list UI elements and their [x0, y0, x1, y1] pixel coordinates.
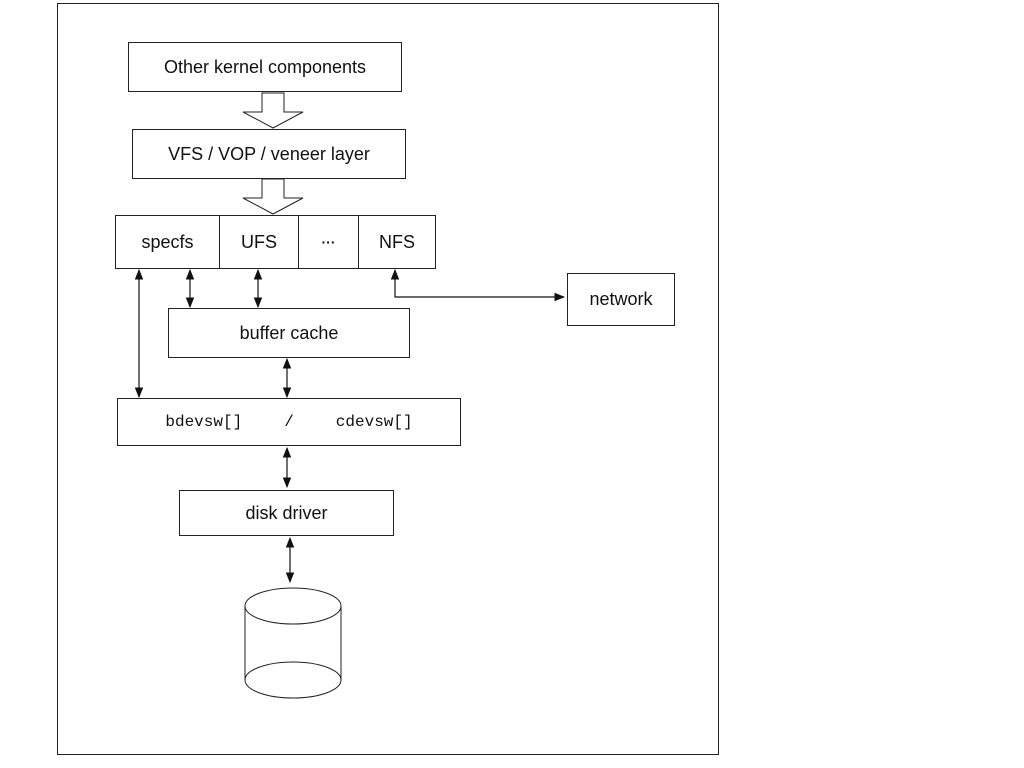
buffer-cache-box: buffer cache [168, 308, 410, 358]
other-kernel-components-box: Other kernel components [128, 42, 402, 92]
network-label: network [589, 289, 653, 309]
other-kernel-components-label: Other kernel components [163, 56, 367, 77]
bdevsw-label: bdevsw[] [165, 413, 243, 431]
disk-driver-box: disk driver [179, 490, 394, 536]
buffer-cache-label: buffer cache [239, 322, 339, 343]
arrow-nfs-network [390, 268, 566, 302]
specfs-cell: specfs [116, 216, 220, 268]
ufs-cell: UFS [220, 216, 299, 268]
devsw-box: bdevsw[] / cdevsw[] [117, 398, 461, 446]
disk-driver-label: disk driver [245, 502, 328, 523]
dots-cell: ··· [299, 216, 359, 268]
disk-cylinder-icon [244, 587, 342, 699]
hollow-arrow-2 [242, 178, 304, 215]
nfs-cell: NFS [359, 216, 435, 268]
network-box: network [567, 273, 675, 326]
devsw-separator: / [284, 413, 294, 431]
ufs-label: UFS [241, 231, 277, 252]
vfs-layer-box: VFS / VOP / veneer layer [132, 129, 406, 179]
diagram-frame [57, 3, 719, 755]
dots-label: ··· [321, 234, 336, 250]
specfs-label: specfs [141, 231, 194, 252]
cdevsw-label: cdevsw[] [335, 413, 413, 431]
hollow-arrow-1 [242, 92, 304, 129]
filesystems-row: specfs UFS ··· NFS [115, 215, 436, 269]
nfs-label: NFS [379, 231, 415, 252]
vfs-layer-label: VFS / VOP / veneer layer [168, 143, 370, 164]
